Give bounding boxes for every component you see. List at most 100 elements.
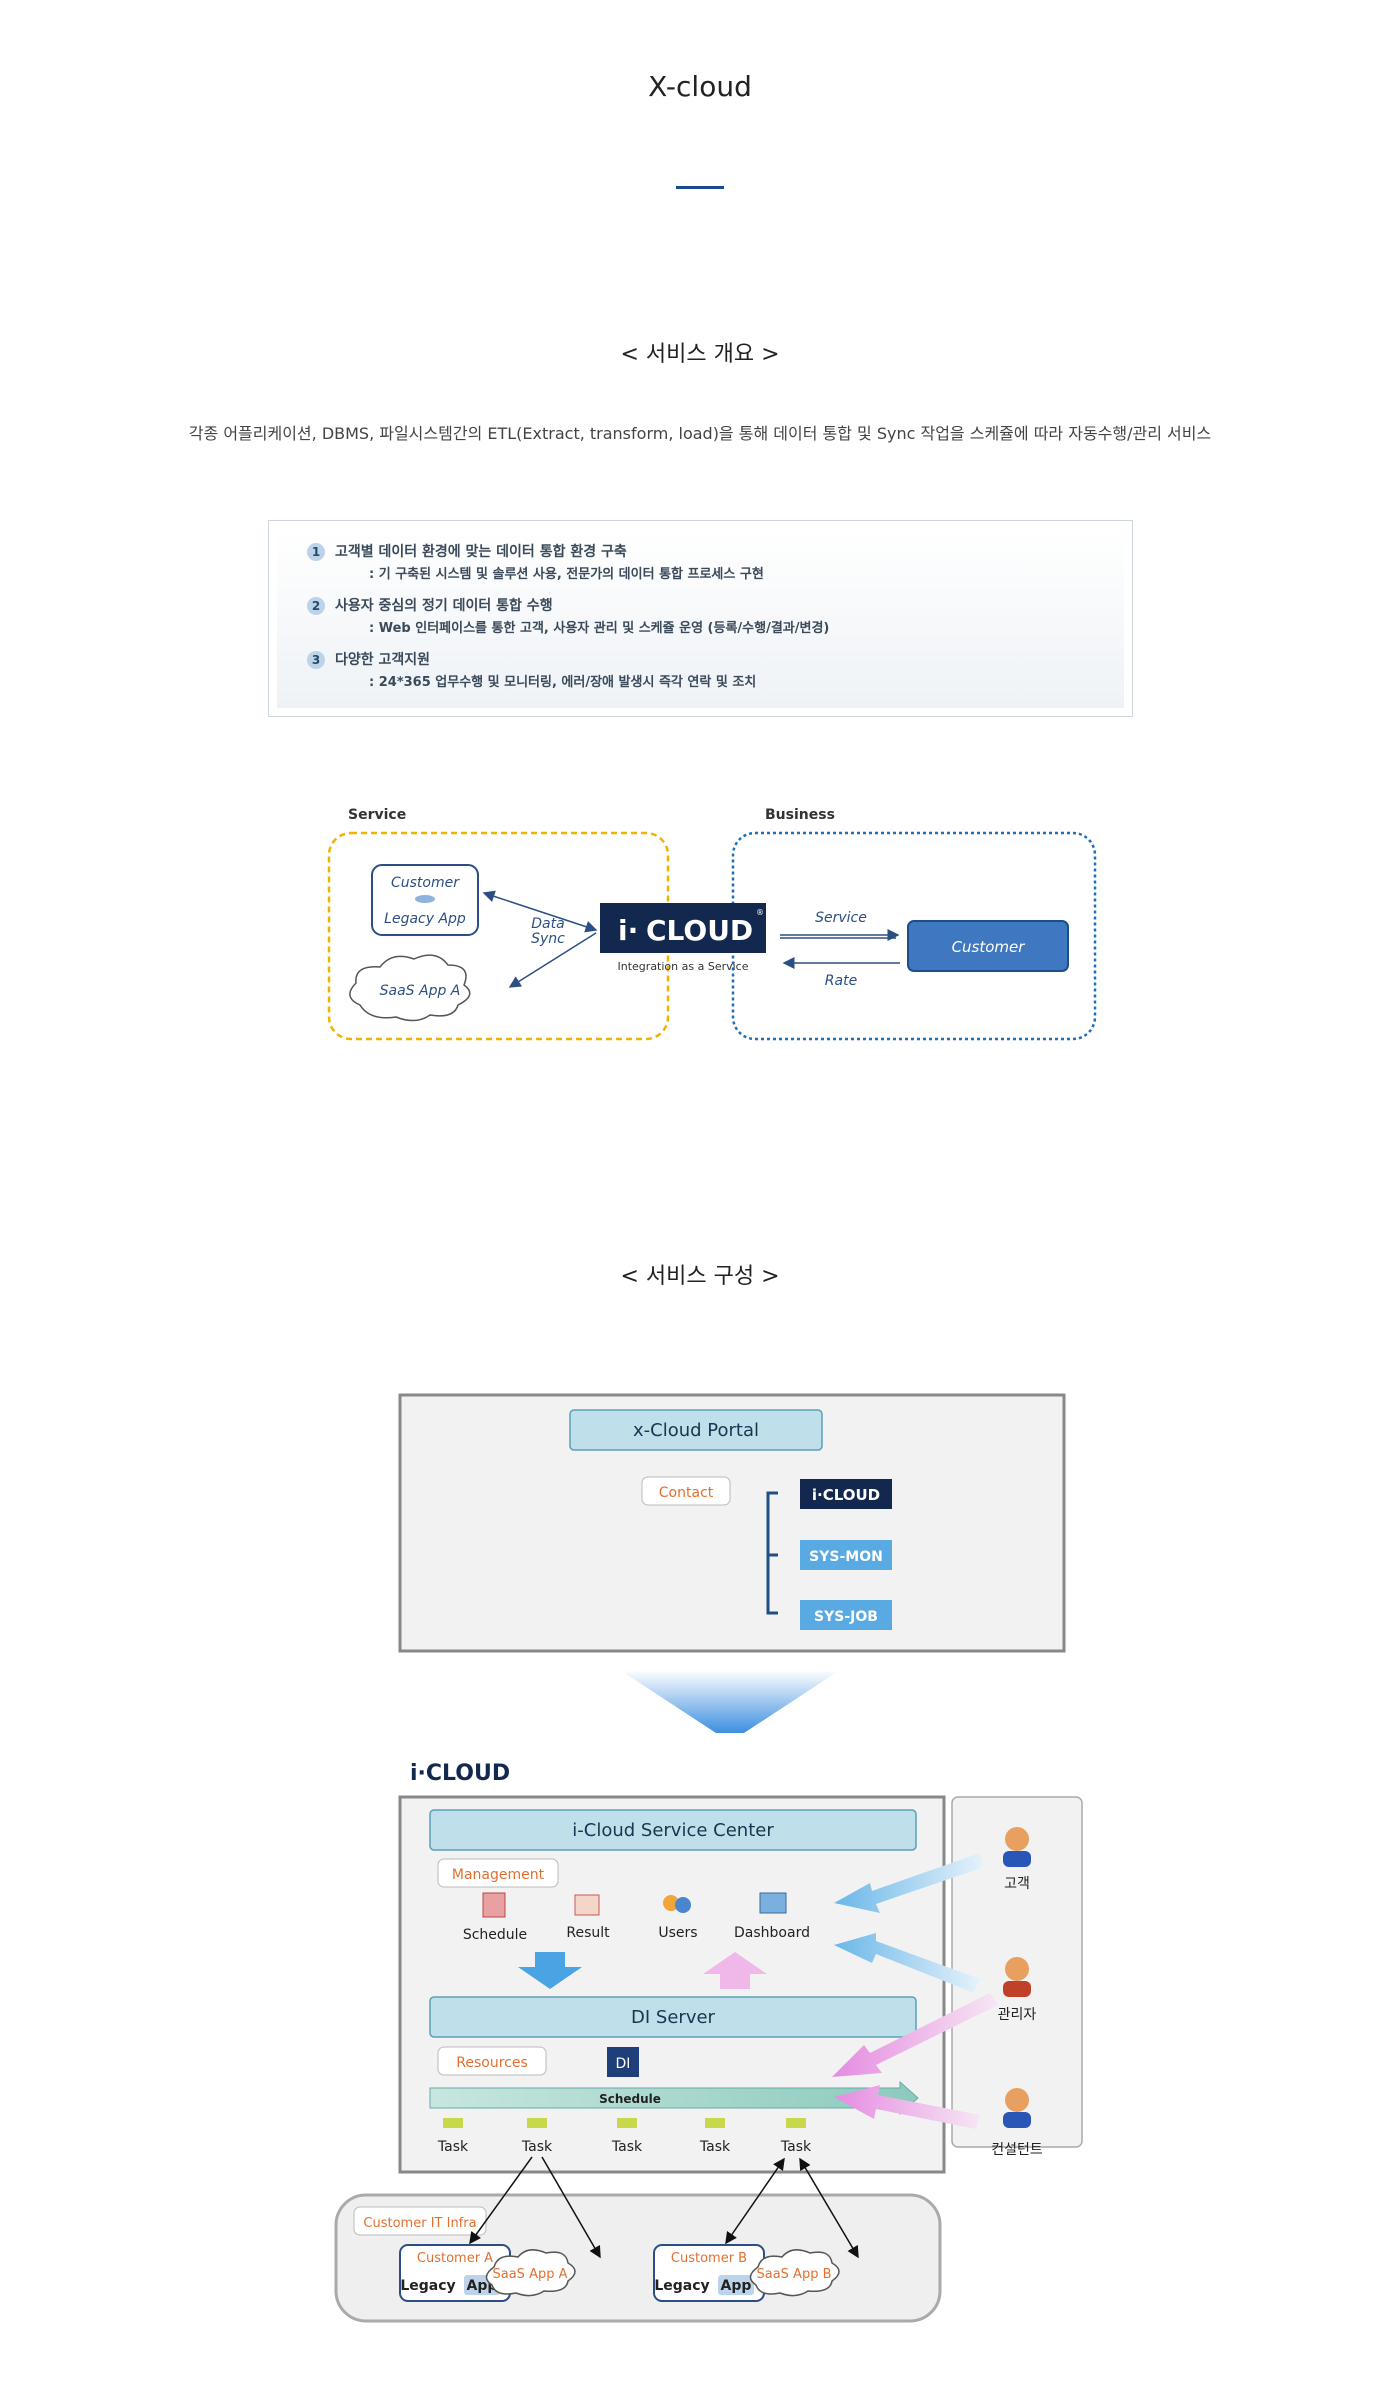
composition-heading: < 서비스 구성 > xyxy=(620,1264,780,1289)
number-badge: 1 xyxy=(307,543,325,561)
overview-item-sub: : 기 구축된 시스템 및 솔루션 사용, 전문가의 데이터 통합 프로세스 구… xyxy=(369,567,764,582)
customer-a-text: Customer A xyxy=(417,2251,493,2266)
task-arrow xyxy=(725,2157,785,2245)
overview-item-sub: : 24*365 업무수행 및 모니터링, 에러/장애 발생시 즉각 연락 및 … xyxy=(369,675,757,690)
mgmt-item-result: Result xyxy=(566,1925,610,1941)
result-icon xyxy=(574,1894,600,1916)
contact-box xyxy=(641,1476,731,1506)
resources-text: Resources xyxy=(456,2055,528,2071)
logo-i: i· xyxy=(618,914,638,947)
management-box xyxy=(437,1858,559,1888)
management-text: Management xyxy=(452,1867,545,1883)
customer-person-icon xyxy=(1005,1827,1029,1851)
dashboard-icon xyxy=(759,1892,787,1914)
task-label: Task xyxy=(780,2139,812,2155)
infra-label: Customer IT Infra xyxy=(363,2216,476,2231)
logo-registered: ® xyxy=(756,908,764,917)
business-label: Business xyxy=(765,807,835,823)
cloud-icon-b xyxy=(749,2249,840,2297)
consultant-person-body xyxy=(1003,2112,1031,2128)
task-arrow xyxy=(799,2157,859,2259)
number-badge: 3 xyxy=(307,651,325,669)
down-arrow xyxy=(518,1952,582,1989)
users-icon-2 xyxy=(675,1897,691,1913)
service-center-box xyxy=(429,1809,917,1851)
task-icon xyxy=(786,2118,806,2128)
customer-arrow xyxy=(834,1853,984,1913)
overview-item-sub: : Web 인터페이스를 통한 고객, 사용자 관리 및 스케쥴 운영 (등록/… xyxy=(369,621,830,636)
customer-text: Customer xyxy=(391,875,460,891)
portal-title: x-Cloud Portal xyxy=(633,1420,759,1441)
di-server-box xyxy=(429,1996,917,2038)
service-arrow-text: Service xyxy=(815,910,867,926)
saas-a-text: SaaS App A xyxy=(493,2267,568,2282)
sync-arrow-legacy xyxy=(482,890,598,933)
portal-item-sysjob xyxy=(800,1600,892,1630)
page-title: X-cloud xyxy=(648,70,752,103)
contact-text: Contact xyxy=(659,1485,714,1501)
customer-person-body xyxy=(1003,1851,1031,1867)
mgmt-item-users: Users xyxy=(658,1925,697,1941)
task-label: Task xyxy=(437,2139,469,2155)
legacy-text-b: Legacy xyxy=(654,2278,709,2294)
admin-arrow xyxy=(834,1933,980,1993)
task-arrow xyxy=(541,2156,601,2259)
portal-item-icloud-text: i·CLOUD xyxy=(812,1486,880,1504)
up-arrow xyxy=(703,1952,767,1989)
admin-person-icon xyxy=(1005,1957,1029,1981)
resources-box xyxy=(437,2046,547,2076)
overview-item-1: 1 고객별 데이터 환경에 맞는 데이터 통합 환경 구축 xyxy=(307,541,627,561)
service-center-title: i-Cloud Service Center xyxy=(572,1820,774,1841)
portal-item-sysmon xyxy=(800,1540,892,1570)
task-icon xyxy=(443,2118,463,2128)
overview-heading: < 서비스 개요 > xyxy=(620,342,780,367)
customer-box xyxy=(907,920,1069,972)
task-icon xyxy=(527,2118,547,2128)
di-icon-text: DI xyxy=(616,2056,631,2072)
service-business-diagram: Service Business Customer Legacy App Saa… xyxy=(327,807,1097,1041)
mgmt-item-schedule: Schedule xyxy=(463,1927,527,1943)
app-text-b: App xyxy=(721,2278,752,2294)
legacy-text-a: Legacy xyxy=(400,2278,455,2294)
portal-item-sysjob-text: SYS-JOB xyxy=(814,1609,878,1625)
task-label: Task xyxy=(611,2139,643,2155)
users-icon xyxy=(663,1895,679,1911)
icloud-logo-box xyxy=(600,903,766,953)
sync-arrow-saas xyxy=(508,932,597,988)
service-composition-diagram: x-Cloud Portal Contact i·CLOUD SYS-MON S… xyxy=(334,1393,1083,2323)
portal-item-sysmon-text: SYS-MON xyxy=(809,1549,883,1565)
overview-item-title: 고객별 데이터 환경에 맞는 데이터 통합 환경 구축 xyxy=(335,544,627,560)
overview-item-3: 3 다양한 고객지원 xyxy=(307,649,430,669)
sync-text: Sync xyxy=(531,931,565,947)
role-admin: 관리자 xyxy=(998,2007,1037,2023)
task-label: Task xyxy=(521,2139,553,2155)
task-arrow xyxy=(469,2156,533,2245)
data-text: Data xyxy=(531,916,564,932)
consultant-arrow-1 xyxy=(832,1993,998,2077)
overview-box: 1 고객별 데이터 환경에 맞는 데이터 통합 환경 구축 : 기 구축된 시스템… xyxy=(268,520,1133,717)
portal-item-icloud xyxy=(800,1479,892,1509)
cloud-icon-a xyxy=(485,2249,576,2297)
consultant-person-icon xyxy=(1005,2088,1029,2112)
mgmt-item-dashboard: Dashboard xyxy=(734,1925,810,1941)
logo-tagline: Integration as a Service xyxy=(618,960,749,973)
task-icon xyxy=(617,2118,637,2128)
saas-b-text: SaaS App B xyxy=(756,2267,831,2282)
schedule-icon xyxy=(482,1892,506,1918)
di-icon xyxy=(607,2047,639,2077)
logo-cloud: CLOUD xyxy=(646,914,753,947)
database-icon xyxy=(415,895,435,903)
overview-item-title: 다양한 고객지원 xyxy=(335,652,431,668)
customer-box-text: Customer xyxy=(952,938,1026,956)
task-icon xyxy=(705,2118,725,2128)
saas-app-text: SaaS App A xyxy=(380,983,461,999)
service-label: Service xyxy=(348,807,406,823)
role-consultant: 컨설턴트 xyxy=(991,2142,1043,2158)
overview-item-title: 사용자 중심의 정기 데이터 통합 수행 xyxy=(335,598,553,614)
legacy-app-text: Legacy App xyxy=(384,911,466,927)
role-customer: 고객 xyxy=(1004,1876,1030,1892)
schedule-bar-text: Schedule xyxy=(599,2092,661,2106)
service-description: 각종 어플리케이션, DBMS, 파일시스템간의 ETL(Extract, tr… xyxy=(188,424,1212,443)
service-center-panel xyxy=(398,1795,946,2174)
